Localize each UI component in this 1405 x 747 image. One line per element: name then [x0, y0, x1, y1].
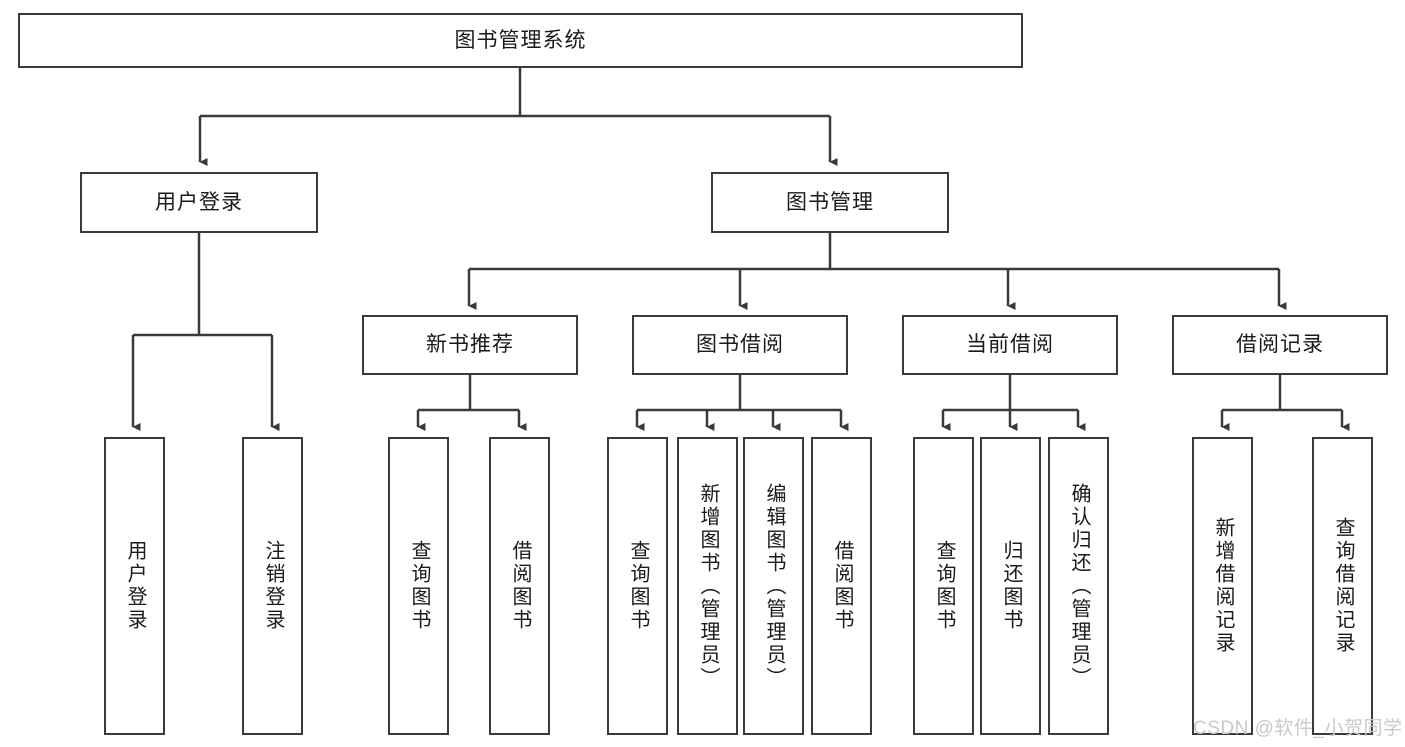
- node-root[interactable]: 图书管理系统: [18, 13, 1023, 68]
- node-user-login[interactable]: 用户登录: [80, 172, 318, 233]
- node-book-manage[interactable]: 图书管理: [711, 172, 949, 233]
- leaf-edit-book-admin[interactable]: 编辑图书（管理员）: [743, 437, 804, 735]
- leaf-query-borrow-record[interactable]: 查询借阅记录: [1312, 437, 1373, 735]
- leaf-query-book-borrow[interactable]: 查询图书: [607, 437, 668, 735]
- leaf-borrow-book[interactable]: 借阅图书: [811, 437, 872, 735]
- leaf-query-book-recommend[interactable]: 查询图书: [388, 437, 449, 735]
- leaf-borrow-book-recommend[interactable]: 借阅图书: [489, 437, 550, 735]
- leaf-confirm-return-admin[interactable]: 确认归还（管理员）: [1048, 437, 1109, 735]
- leaf-return-book[interactable]: 归还图书: [980, 437, 1041, 735]
- node-borrow-record[interactable]: 借阅记录: [1172, 315, 1388, 375]
- csdn-watermark: CSDN @软件_小贺同学: [1193, 718, 1403, 739]
- leaf-user-login[interactable]: 用户登录: [104, 437, 165, 735]
- node-book-borrow[interactable]: 图书借阅: [632, 315, 848, 375]
- node-current-borrow[interactable]: 当前借阅: [902, 315, 1118, 375]
- leaf-logout-login[interactable]: 注销登录: [242, 437, 303, 735]
- leaf-add-book-admin[interactable]: 新增图书（管理员）: [677, 437, 738, 735]
- node-new-book-recommend[interactable]: 新书推荐: [362, 315, 578, 375]
- leaf-query-book-current[interactable]: 查询图书: [913, 437, 974, 735]
- leaf-add-borrow-record[interactable]: 新增借阅记录: [1192, 437, 1253, 735]
